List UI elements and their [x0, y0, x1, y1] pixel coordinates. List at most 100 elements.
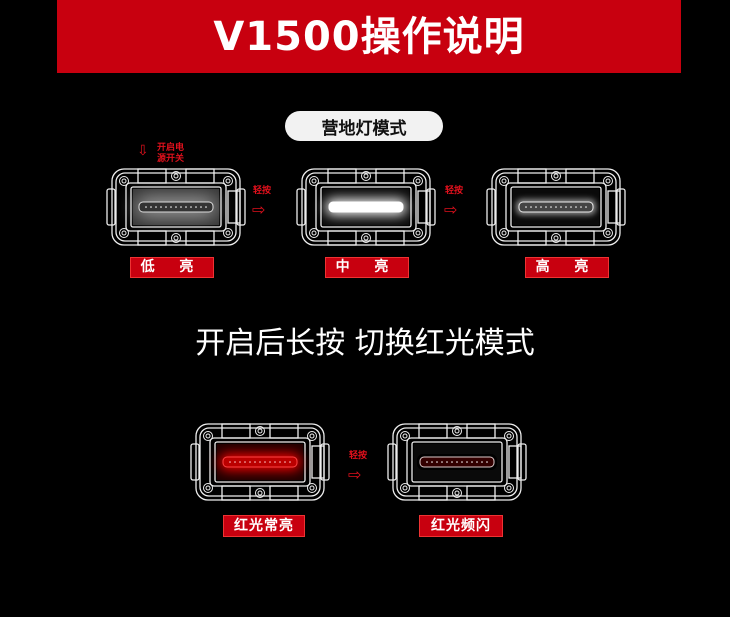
- led-dot: [160, 206, 162, 208]
- led-dot: [550, 206, 552, 208]
- led-dot: [289, 461, 291, 463]
- screw-icon: [171, 171, 181, 181]
- led-dot: [580, 206, 582, 208]
- right-arrow-icon: ⇨: [252, 202, 266, 218]
- page-title: V1500操作说明: [213, 13, 525, 60]
- led-dot: [340, 206, 342, 208]
- screw-icon: [361, 171, 371, 181]
- led-dot: [565, 206, 567, 208]
- led-dot: [540, 206, 542, 208]
- screw-icon: [504, 431, 514, 441]
- led-dot: [234, 461, 236, 463]
- led-dot: [249, 461, 251, 463]
- screw-icon: [255, 426, 265, 436]
- led-dot: [555, 206, 557, 208]
- led-dot: [481, 461, 483, 463]
- led-dot: [244, 461, 246, 463]
- power-hint-line: 开启电: [157, 143, 185, 153]
- led-dot: [195, 206, 197, 208]
- led-dot: [530, 206, 532, 208]
- instruction-text: 开启后长按 切换红光模式: [195, 326, 535, 361]
- led-dot: [239, 461, 241, 463]
- screw-icon: [307, 431, 317, 441]
- lamp-illustration: [106, 168, 246, 246]
- screw-icon: [452, 426, 462, 436]
- led-dot: [380, 206, 382, 208]
- led-dot: [269, 461, 271, 463]
- led-dot: [190, 206, 192, 208]
- led-dot: [345, 206, 347, 208]
- down-arrow-icon: ⇩: [137, 143, 149, 159]
- led-dot: [360, 206, 362, 208]
- led-dot: [185, 206, 187, 208]
- screw-icon: [413, 176, 423, 186]
- led-dot: [535, 206, 537, 208]
- led-dot: [365, 206, 367, 208]
- led-dot: [525, 206, 527, 208]
- led-dot: [375, 206, 377, 208]
- led-dot: [560, 206, 562, 208]
- screw-icon: [603, 176, 613, 186]
- screw-icon: [400, 431, 410, 441]
- led-dot: [274, 461, 276, 463]
- led-dot: [200, 206, 202, 208]
- led-dot: [175, 206, 177, 208]
- led-dot: [451, 461, 453, 463]
- lamp-red-blink: [387, 422, 527, 502]
- led-dot: [284, 461, 286, 463]
- lamp-illustration: [486, 168, 626, 246]
- press-hint: 轻按: [445, 186, 464, 196]
- screw-icon: [400, 483, 410, 493]
- mode-label-red-steady: 红光常亮: [223, 515, 305, 537]
- right-arrow-icon: ⇨: [444, 202, 458, 218]
- screw-icon: [499, 228, 509, 238]
- lamp-mid: [296, 167, 436, 247]
- led-dot: [279, 461, 281, 463]
- led-dot: [570, 206, 572, 208]
- power-hint-line: 源开关: [157, 154, 185, 164]
- led-dot: [155, 206, 157, 208]
- led-dot: [436, 461, 438, 463]
- led-dot: [335, 206, 337, 208]
- mode-label-high: 高 亮: [525, 257, 609, 278]
- header-banner: V1500操作说明: [57, 0, 681, 73]
- led-dot: [350, 206, 352, 208]
- led-dot: [545, 206, 547, 208]
- lamp-illustration: [387, 423, 527, 501]
- screw-icon: [307, 483, 317, 493]
- screw-icon: [551, 171, 561, 181]
- screw-icon: [119, 228, 129, 238]
- screw-icon: [551, 233, 561, 243]
- led-dot: [426, 461, 428, 463]
- press-hint: 轻按: [349, 451, 368, 461]
- led-dot: [150, 206, 152, 208]
- led-dot: [165, 206, 167, 208]
- screw-icon: [203, 483, 213, 493]
- mode-label-mid: 中 亮: [325, 257, 409, 278]
- lamp-high: [486, 167, 626, 247]
- led-dot: [385, 206, 387, 208]
- screw-icon: [309, 228, 319, 238]
- led-dot: [254, 461, 256, 463]
- led-dot: [355, 206, 357, 208]
- led-dot: [370, 206, 372, 208]
- led-dot: [441, 461, 443, 463]
- led-dot: [585, 206, 587, 208]
- power-switch-hint: 开启电源开关: [157, 143, 197, 165]
- screw-icon: [255, 488, 265, 498]
- led-dot: [431, 461, 433, 463]
- led-dot: [446, 461, 448, 463]
- led-dot: [145, 206, 147, 208]
- led-dot: [466, 461, 468, 463]
- led-dot: [575, 206, 577, 208]
- mode-label-red-blink: 红光频闪: [419, 515, 503, 537]
- screw-icon: [603, 228, 613, 238]
- led-dot: [476, 461, 478, 463]
- camp-mode-badge: 营地灯模式: [285, 111, 443, 141]
- led-dot: [390, 206, 392, 208]
- right-arrow-icon: ⇨: [348, 467, 362, 483]
- lamp-low: [106, 167, 246, 247]
- screw-icon: [309, 176, 319, 186]
- led-dot: [205, 206, 207, 208]
- screw-icon: [223, 176, 233, 186]
